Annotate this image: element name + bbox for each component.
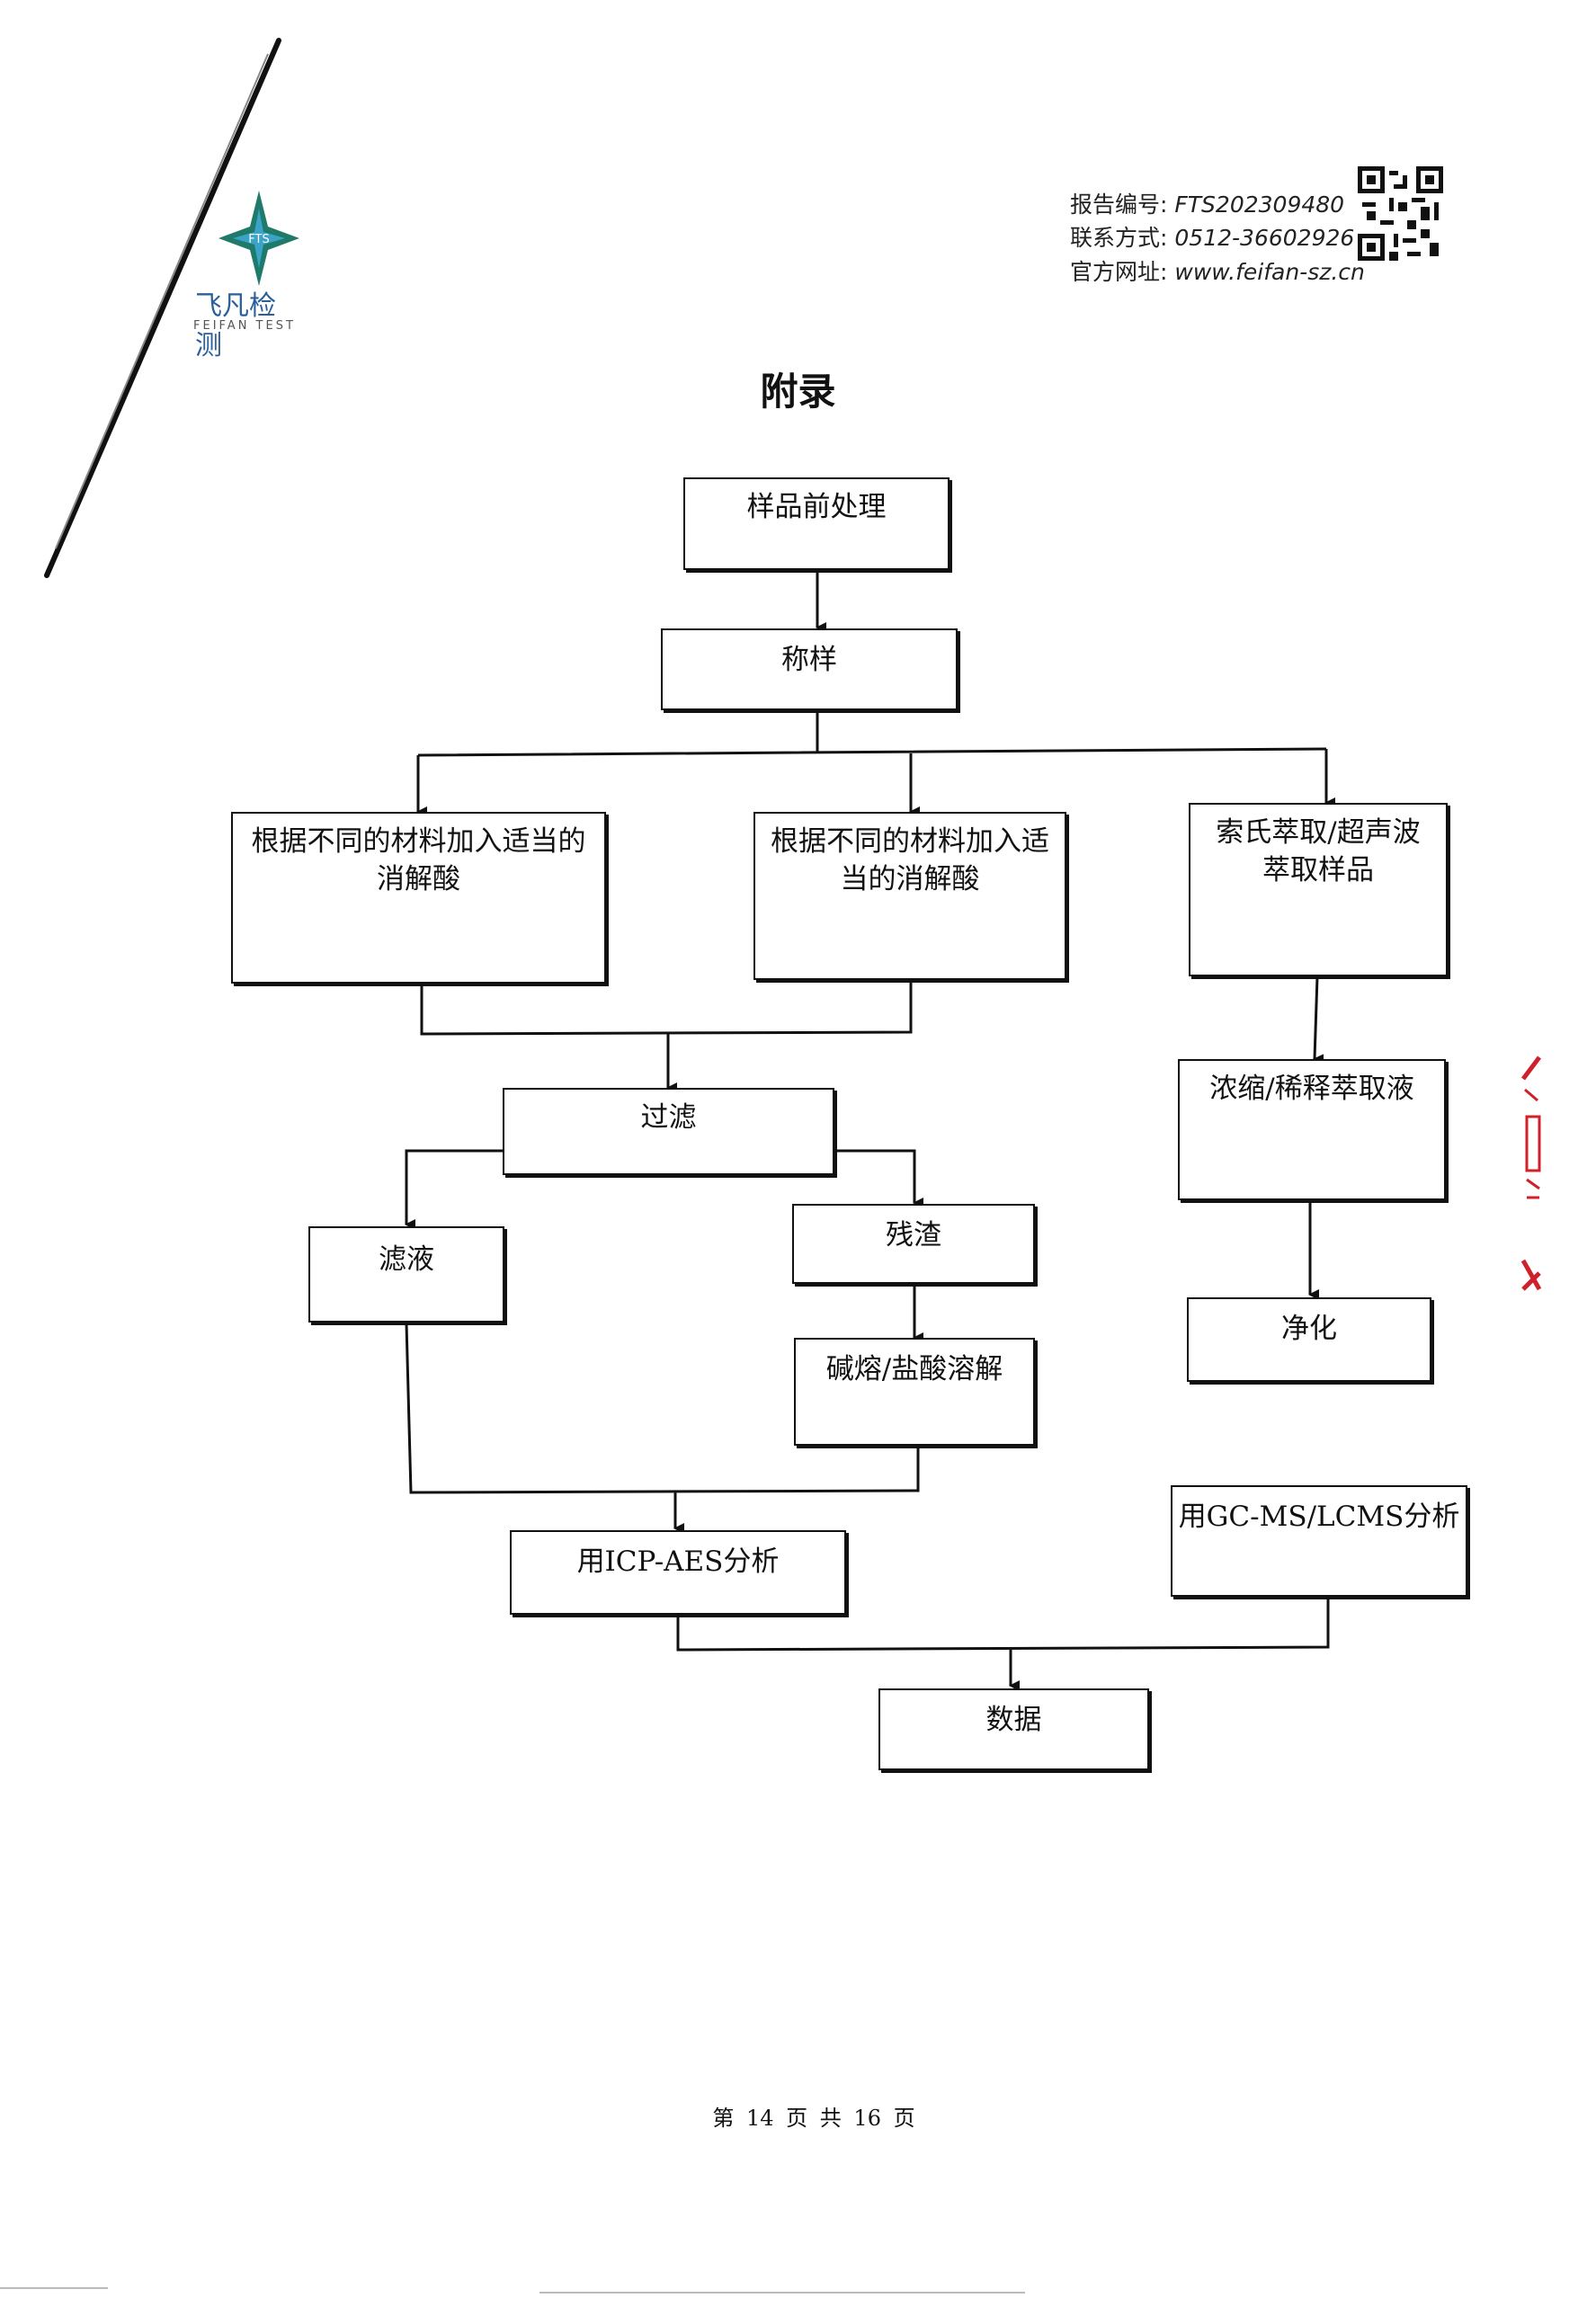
box-residue: 残渣 xyxy=(792,1204,1035,1284)
edge-stamp-fragment xyxy=(1520,1054,1547,1296)
logo-tagline: FEIFAN TEST xyxy=(193,319,296,333)
box-soxhlet-extraction-line1: 索氏萃取/超声波 xyxy=(1216,816,1421,849)
box-data-label: 数据 xyxy=(985,1704,1042,1736)
qr-code-icon xyxy=(1358,166,1443,261)
line-weigh-split xyxy=(417,711,1327,757)
box-sample-pretreatment-label: 样品前处理 xyxy=(746,491,887,523)
box-digestion-acid-right-line2: 当的消解酸 xyxy=(840,863,980,895)
box-residue-label: 残渣 xyxy=(886,1219,941,1251)
company-logo: FTS 飞凡检测 FEIFAN TEST xyxy=(184,189,301,361)
merge-to-icp xyxy=(405,1323,920,1528)
box-concentrate-dilute: 浓缩/稀释萃取液 xyxy=(1178,1059,1446,1200)
merge-to-data xyxy=(676,1595,1330,1686)
contact-line: 联系方式: 0512-36602926 xyxy=(1070,220,1354,253)
page-title: 附录 xyxy=(760,370,836,414)
website-value: www.feifan-sz.cn xyxy=(1174,259,1365,285)
box-purification: 净化 xyxy=(1187,1297,1431,1382)
report-number-line: 报告编号: FTS202309480 xyxy=(1070,187,1344,219)
box-digestion-acid-right: 根据不同的材料加入适 当的消解酸 xyxy=(753,812,1066,980)
box-icp-aes-analysis: 用ICP-AES分析 xyxy=(510,1530,846,1615)
website-line: 官方网址: www.feifan-sz.cn xyxy=(1070,254,1365,287)
box-sample-pretreatment: 样品前处理 xyxy=(683,477,950,570)
arrow-to-filtrate xyxy=(405,1149,503,1230)
contact-label: 联系方式: xyxy=(1070,225,1168,251)
logo-name: 飞凡检测 xyxy=(195,290,276,361)
box-icp-aes-analysis-label: 用ICP-AES分析 xyxy=(576,1545,780,1578)
box-digestion-acid-left: 根据不同的材料加入适当的 消解酸 xyxy=(231,812,606,984)
box-filtrate: 滤液 xyxy=(308,1226,504,1323)
merge-digests xyxy=(420,980,913,1036)
report-number-value: FTS202309480 xyxy=(1174,192,1345,218)
box-data: 数据 xyxy=(878,1688,1149,1770)
box-weigh-sample: 称样 xyxy=(661,628,958,710)
box-digestion-acid-left-line2: 消解酸 xyxy=(377,863,460,895)
box-alkali-fusion: 碱熔/盐酸溶解 xyxy=(794,1338,1035,1446)
box-gcms-lcms-analysis: 用GC-MS/LCMS分析 xyxy=(1171,1485,1467,1597)
star-logo-icon: FTS xyxy=(218,191,299,286)
report-number-label: 报告编号: xyxy=(1070,192,1168,218)
box-weigh-sample-label: 称样 xyxy=(781,644,837,676)
page-footer: 第 14 页 共 16 页 xyxy=(712,2106,915,2131)
box-digestion-acid-right-line1: 根据不同的材料加入适 xyxy=(771,825,1049,858)
box-filtrate-label: 滤液 xyxy=(379,1243,434,1276)
logo-badge: FTS xyxy=(248,233,269,246)
contact-value: 0512-36602926 xyxy=(1174,225,1355,251)
box-soxhlet-extraction-line2: 萃取样品 xyxy=(1262,854,1374,886)
box-concentrate-dilute-label: 浓缩/稀释萃取液 xyxy=(1209,1073,1414,1105)
box-filtration-label: 过滤 xyxy=(640,1101,697,1134)
arrow-to-residue xyxy=(834,1149,923,1208)
box-digestion-acid-left-line1: 根据不同的材料加入适当的 xyxy=(251,825,586,858)
box-gcms-lcms-analysis-label: 用GC-MS/LCMS分析 xyxy=(1178,1501,1460,1533)
box-filtration: 过滤 xyxy=(503,1088,834,1175)
box-alkali-fusion-label: 碱熔/盐酸溶解 xyxy=(825,1353,1003,1385)
arrow-extract-concentrate xyxy=(1313,975,1324,1065)
box-soxhlet-extraction: 索氏萃取/超声波 萃取样品 xyxy=(1189,803,1448,976)
box-purification-label: 净化 xyxy=(1281,1313,1337,1345)
website-label: 官方网址: xyxy=(1070,259,1168,285)
